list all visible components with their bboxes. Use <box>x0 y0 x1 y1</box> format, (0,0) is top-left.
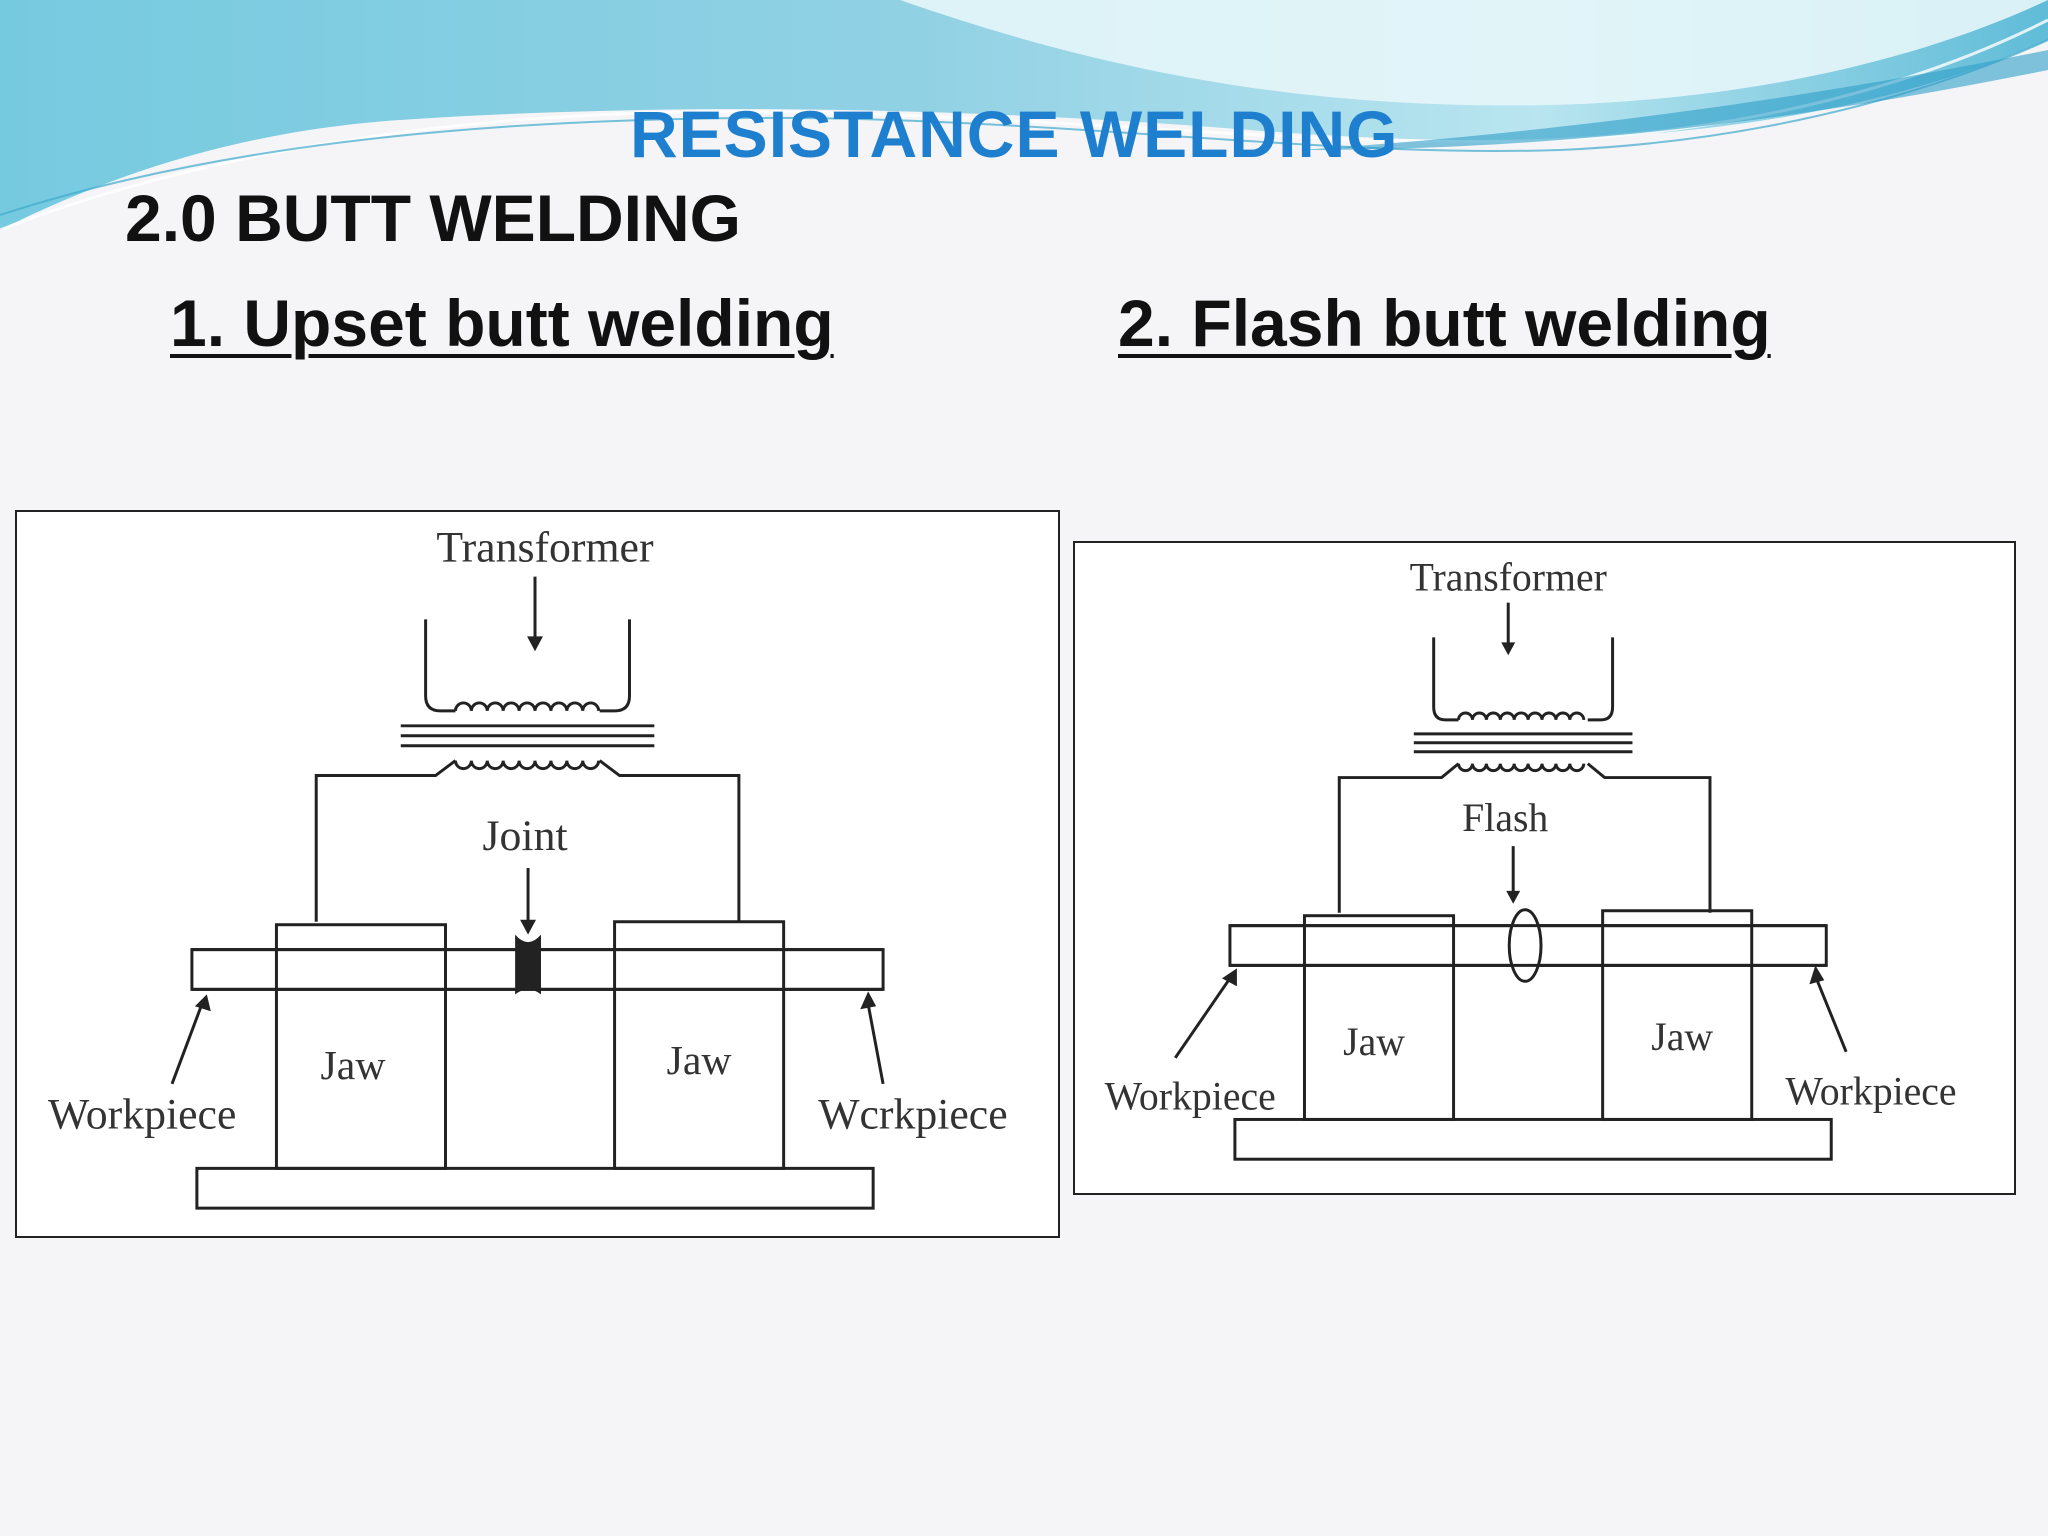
transformer-arrow <box>1501 602 1516 656</box>
joint-bulge <box>515 934 541 995</box>
base-plate <box>195 1166 875 1210</box>
right-workpiece-label: Wcrkpiece <box>818 1091 1007 1139</box>
left-workpiece-label: Workpiece <box>48 1091 236 1139</box>
left-workpiece-arrow <box>1174 968 1237 1059</box>
upset-butt-welding-diagram: Transformer Joint <box>15 510 1060 1238</box>
transformer-symbol <box>314 619 741 922</box>
flash-diagram-svg: Transformer Flash <box>1105 556 1957 1161</box>
base-plate <box>1233 1117 1833 1161</box>
flash-butt-welding-diagram: Transformer Flash <box>1073 541 2016 1195</box>
header-wave-decoration <box>0 0 2048 232</box>
flash-arrow <box>1506 846 1521 904</box>
transformer-symbol <box>1337 637 1712 913</box>
left-jaw <box>1302 914 1456 1121</box>
left-workpiece-arrow <box>170 994 211 1085</box>
upset-diagram-svg: Transformer Joint <box>48 524 1008 1210</box>
left-workpiece-label: Workpiece <box>1105 1075 1276 1119</box>
transformer-arrow <box>527 576 543 652</box>
right-jaw-label: Jaw <box>1651 1015 1713 1059</box>
section-heading: 2.0 BUTT WELDING <box>125 181 742 255</box>
right-workpiece-label: Workpiece <box>1785 1070 1956 1114</box>
flash-bulge <box>1507 908 1543 983</box>
joint-label: Joint <box>483 812 568 860</box>
transformer-label: Transformer <box>436 524 654 572</box>
right-workpiece-arrow <box>1809 965 1848 1053</box>
joint-arrow <box>520 868 537 935</box>
flash-butt-welding-heading: 2. Flash butt welding <box>1118 286 1771 360</box>
right-jaw-label: Jaw <box>667 1038 732 1084</box>
right-workpiece-arrow <box>860 991 885 1085</box>
upset-butt-welding-heading: 1. Upset butt welding <box>170 286 834 360</box>
left-jaw-label: Jaw <box>321 1043 386 1089</box>
flash-label: Flash <box>1462 796 1548 840</box>
slide-title: RESISTANCE WELDING <box>630 97 1399 171</box>
left-jaw-label: Jaw <box>1343 1020 1405 1064</box>
transformer-label: Transformer <box>1410 556 1607 600</box>
